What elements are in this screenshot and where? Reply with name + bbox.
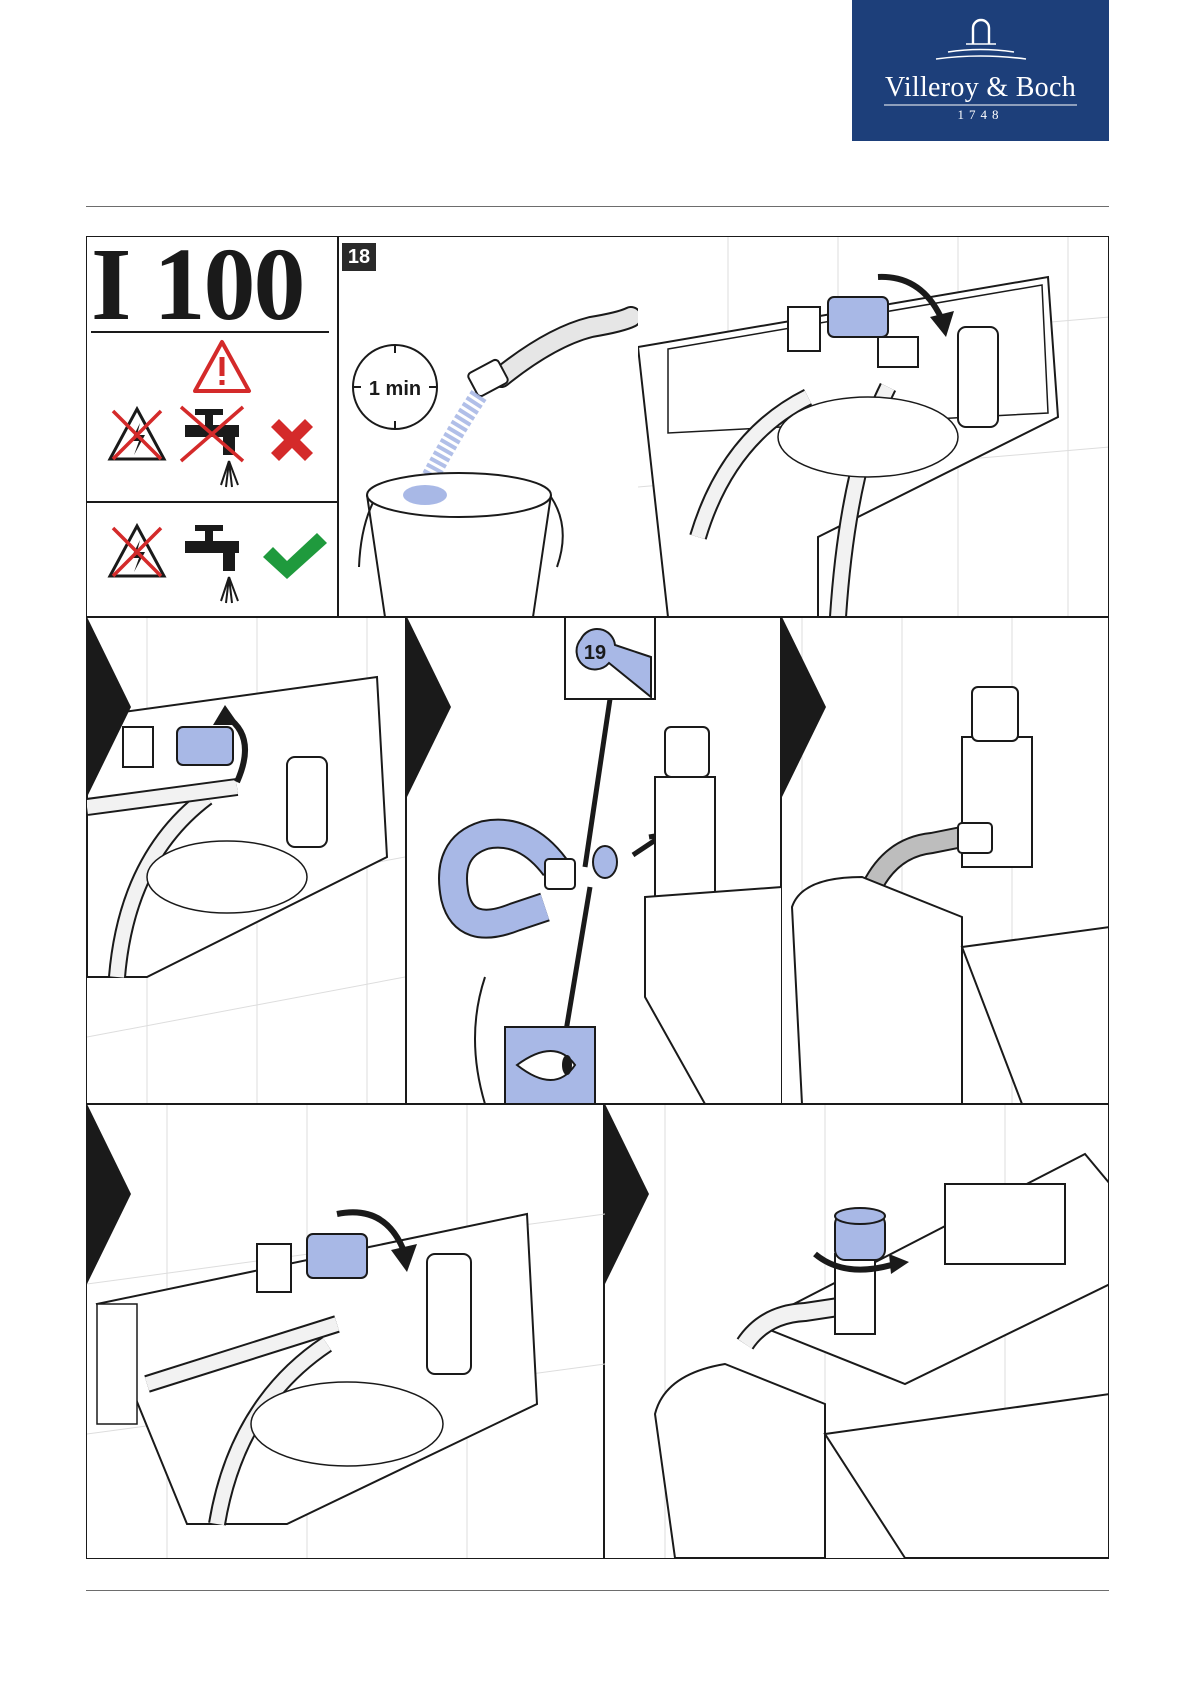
step-marker-icon [87,1104,131,1284]
no-water-tap-icon [177,401,257,491]
allowed-check-icon [259,529,331,583]
step-marker-icon [605,1104,649,1284]
valve-open-panel [87,617,405,1104]
header-rule [86,206,1109,207]
model-title: I 100 [91,239,329,333]
bucket-icon [359,473,563,617]
water-tap-icon [177,517,257,607]
model-and-warnings-panel: I 100 [87,237,341,617]
timer-label: 1 min [369,378,421,400]
valve-close-panel [87,1104,605,1558]
footer-rule [86,1590,1109,1591]
hose-reconnected-panel [782,617,1109,1104]
brand-name: Villeroy & Boch [852,72,1109,104]
no-electricity-icon-2 [107,522,167,580]
brand-logo: Villeroy & Boch 1748 [852,0,1109,141]
wrench-size: 19 [584,642,606,664]
step-number-badge: 18 [342,243,376,271]
filter-inspect-panel: 19 [405,617,782,1104]
valve-overview-panel [638,237,1109,617]
faucet-logo-icon [852,0,1109,70]
brand-year: 1748 [852,107,1109,123]
not-allowed-cross-icon [265,413,319,467]
warning-triangle-icon [192,339,252,395]
step-marker-icon [407,617,451,797]
no-electricity-icon [107,405,167,463]
instruction-frame: I 100 [86,236,1109,1559]
flush-hose-panel: 18 1 min [341,237,638,617]
knob-icon [835,1208,885,1260]
knob-turn-panel [605,1104,1109,1558]
step-marker-icon [782,617,826,797]
